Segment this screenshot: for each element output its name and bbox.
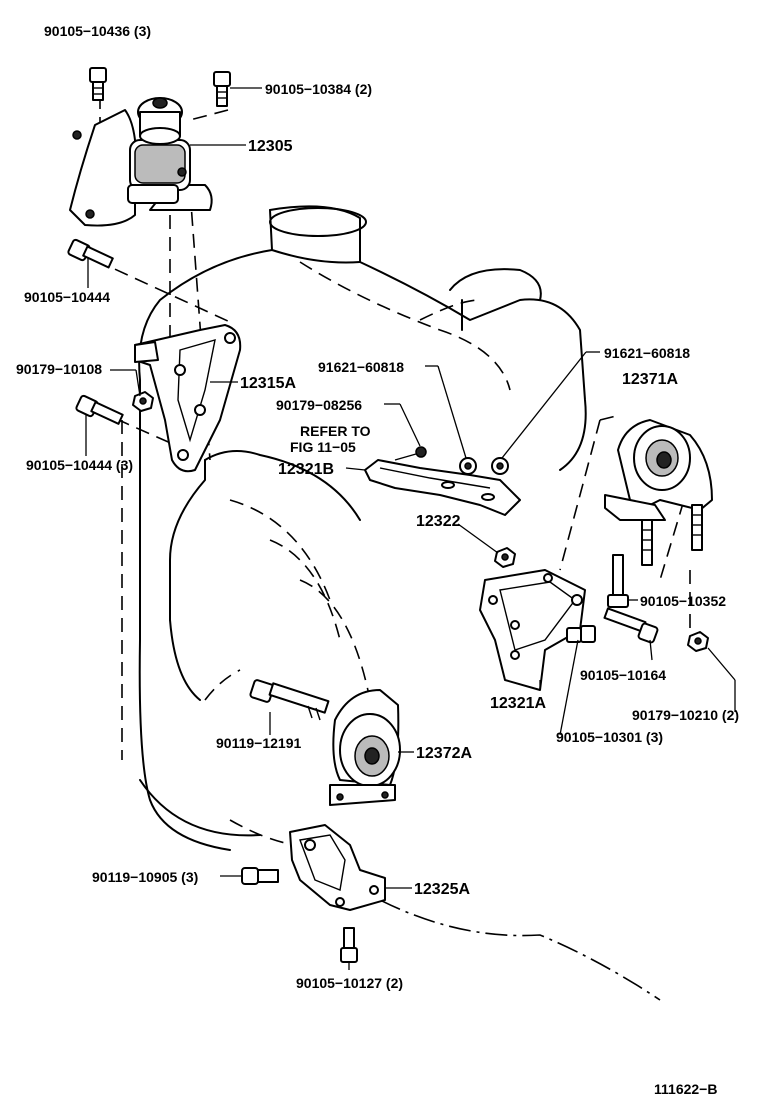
part-labels: 90105−10436 (3) 90105−10384 (2) 12305 90… bbox=[16, 23, 739, 1097]
label-12322: 12322 bbox=[416, 513, 461, 530]
bolt-90105-10301-icon bbox=[566, 625, 596, 643]
nut-90179-10210-icon bbox=[687, 631, 709, 652]
bolt-90105-10164-icon bbox=[603, 607, 659, 644]
label-90179-08256: 90179−08256 bbox=[276, 397, 362, 413]
label-90105-10444-set: 90105−10444 (3) bbox=[26, 457, 133, 473]
label-12305: 12305 bbox=[248, 138, 293, 155]
label-12372A: 12372A bbox=[416, 745, 472, 762]
label-91621-60818-a: 91621−60818 bbox=[318, 359, 404, 375]
bracket-12321A-icon bbox=[479, 569, 586, 691]
nut-90179-10108-icon bbox=[132, 391, 154, 412]
engine-block-outline bbox=[138, 205, 661, 1001]
figure-code: 111622−B bbox=[654, 1081, 717, 1097]
bolt-90105-10444-top-icon bbox=[67, 238, 114, 269]
bracket-12325A-icon bbox=[289, 824, 386, 911]
label-90105-10352: 90105−10352 bbox=[640, 593, 726, 609]
label-90179-10210: 90179−10210 (2) bbox=[632, 707, 739, 723]
bolt-90105-10127-icon bbox=[340, 927, 358, 963]
bolt-90105-10436-icon bbox=[89, 67, 107, 101]
label-fig-11-05: FIG 11−05 bbox=[290, 439, 356, 455]
bolt-90119-10905-icon bbox=[241, 867, 279, 885]
label-12321A: 12321A bbox=[490, 695, 546, 712]
label-12321B: 12321B bbox=[278, 461, 334, 478]
nut-12322-icon bbox=[494, 547, 516, 568]
label-90105-10436: 90105−10436 (3) bbox=[44, 23, 151, 39]
label-12315A: 12315A bbox=[240, 375, 296, 392]
nut-91621-60818-b-icon bbox=[491, 457, 509, 475]
label-90105-10444-top: 90105−10444 bbox=[24, 289, 110, 305]
engine-mount-12305-icon bbox=[69, 97, 213, 227]
nut-91621-60818-a-icon bbox=[459, 457, 477, 475]
bracket-12315A-icon bbox=[134, 324, 242, 473]
label-12371A: 12371A bbox=[622, 371, 678, 388]
bolt-90105-10384-icon bbox=[213, 71, 231, 107]
label-90105-10164: 90105−10164 bbox=[580, 667, 666, 683]
label-90119-10905: 90119−10905 (3) bbox=[92, 869, 198, 885]
label-12325A: 12325A bbox=[414, 881, 470, 898]
bolt-90105-10444-set-icon bbox=[75, 394, 124, 425]
bracket-12321B-icon bbox=[364, 459, 521, 516]
engine-mount-12371A-icon bbox=[604, 419, 713, 566]
label-90119-12191: 90119−12191 bbox=[216, 735, 301, 751]
screw-90179-08256-icon bbox=[394, 446, 427, 461]
label-90179-10108: 90179−10108 bbox=[16, 361, 102, 377]
label-90105-10127: 90105−10127 (2) bbox=[296, 975, 403, 991]
bolt-90119-12191-icon bbox=[249, 679, 330, 721]
bolt-90105-10352-icon bbox=[607, 554, 629, 608]
engine-mount-12372A-icon bbox=[329, 689, 401, 806]
label-90105-10384: 90105−10384 (2) bbox=[265, 81, 372, 97]
label-90105-10301: 90105−10301 (3) bbox=[556, 729, 663, 745]
label-91621-60818-b: 91621−60818 bbox=[604, 345, 690, 361]
label-refer-to: REFER TO bbox=[300, 423, 371, 439]
leader-lines bbox=[85, 87, 736, 970]
assembly-guide-lines bbox=[94, 95, 691, 760]
